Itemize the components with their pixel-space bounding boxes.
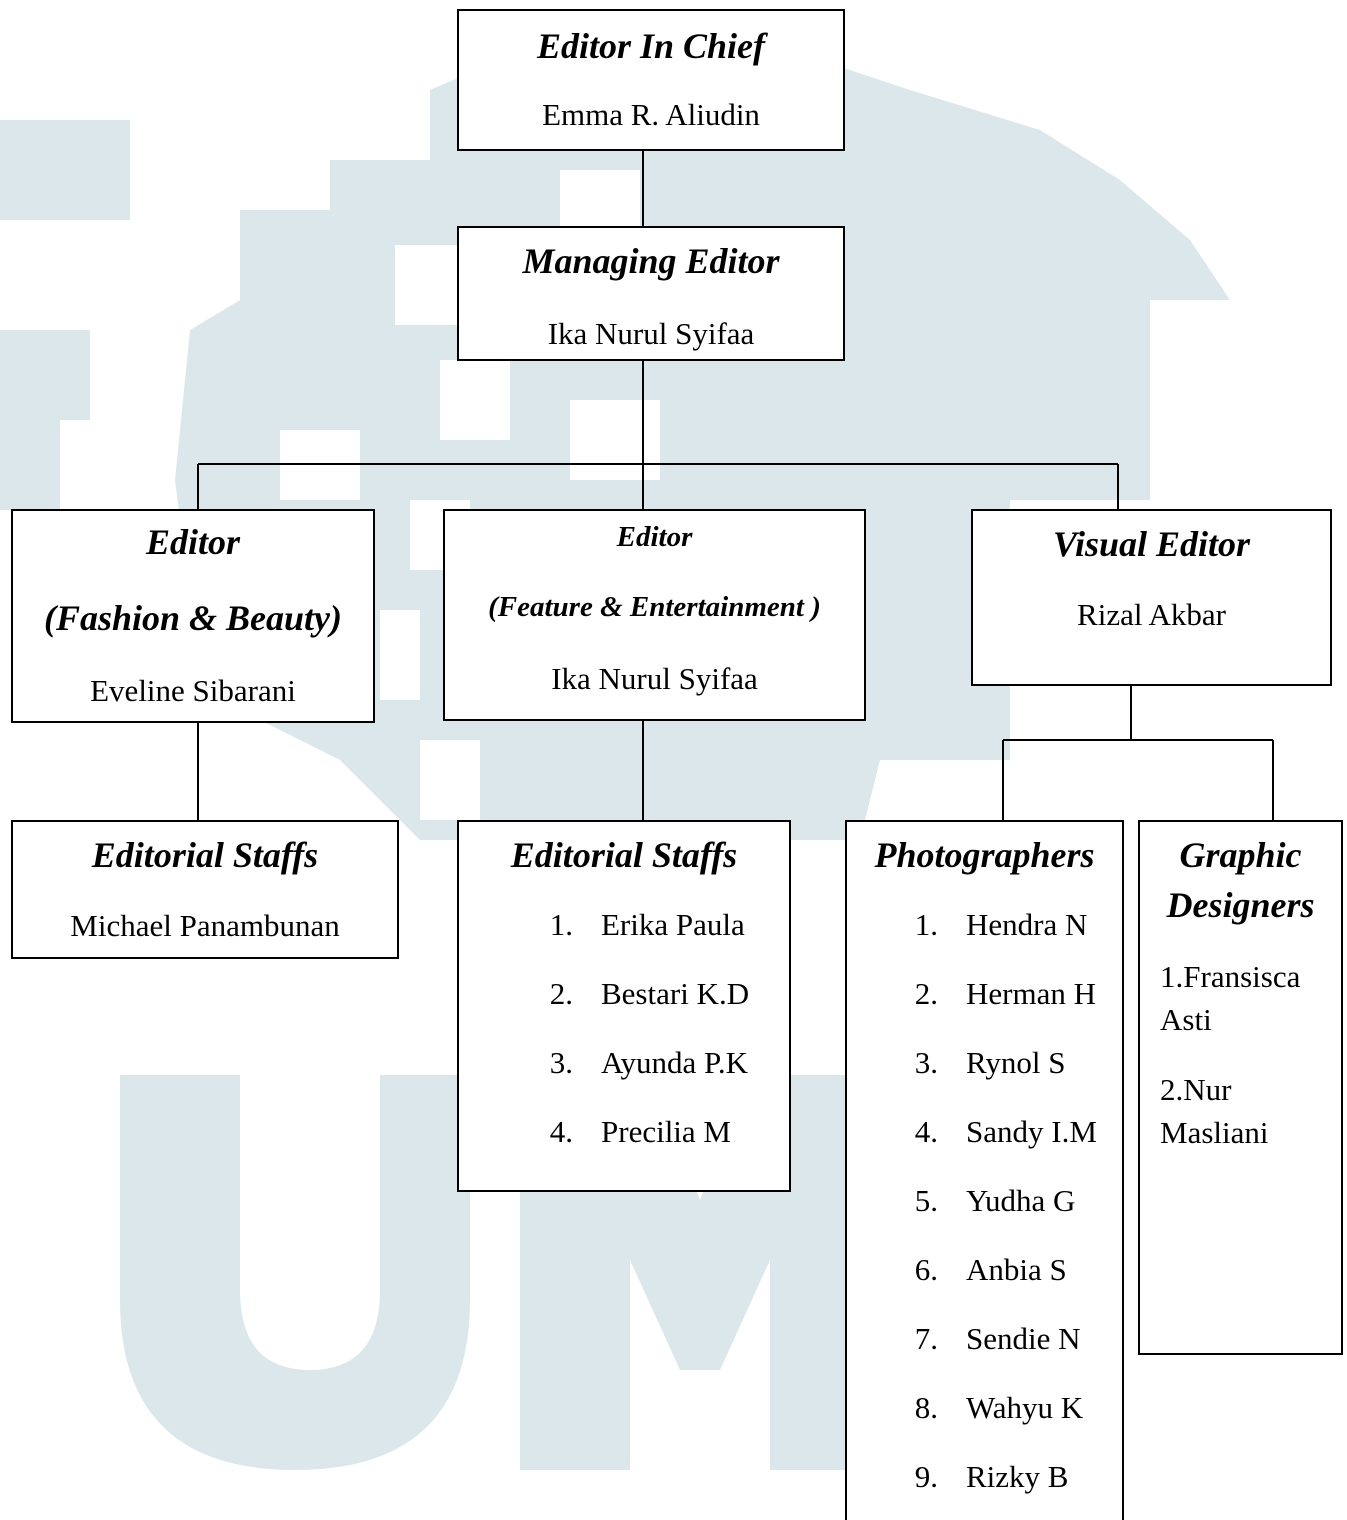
node-editorial-staffs-fashion: Editorial Staffs Michael Panambunan — [11, 820, 399, 959]
list-item-name: Ayunda P.K — [601, 1045, 748, 1080]
designer-item-line2: Asti — [1160, 1002, 1212, 1037]
node-editor-in-chief: Editor In Chief Emma R. Aliudin — [457, 9, 845, 151]
list-item-name: Anbia S — [966, 1252, 1067, 1287]
list-item-name: Precilia M — [601, 1114, 731, 1149]
node-editorial-staffs-feature: Editorial Staffs 1. Erika Paula 2. Bestari… — [457, 820, 791, 1192]
list-item-number: 2. — [914, 976, 938, 1011]
list-item-name: Herman H — [966, 976, 1096, 1011]
designer-item-line1: 2.Nur — [1160, 1072, 1232, 1107]
designer-item-line1: 1.Fransisca — [1160, 959, 1301, 994]
list-item-name: Bestari K.D — [601, 976, 750, 1011]
node-subtitle: (Fashion & Beauty) — [43, 598, 343, 638]
node-subtitle: Designers — [1166, 885, 1315, 925]
designer-item-line2: Masliani — [1160, 1115, 1269, 1150]
list-item-number: 1. — [914, 907, 938, 942]
node-visual-editor: Visual Editor Rizal Akbar — [971, 509, 1332, 686]
node-photographers: Photographers 1. Hendra N 2. Herman H 3. Ry… — [845, 820, 1124, 1520]
watermark-white-squares — [280, 170, 660, 820]
list-item-name: Wahyu K — [966, 1390, 1084, 1425]
list-item-number: 7. — [914, 1321, 938, 1356]
node-subtitle: (Feature & Entertainment ) — [488, 591, 821, 623]
node-title: Editorial Staffs — [510, 835, 738, 875]
node-graphic-designers: Graphic Designers 1.Fransisca Asti 2.Nur… — [1138, 820, 1343, 1355]
list-item-number: 6. — [914, 1252, 938, 1287]
list-item-name: Yudha G — [966, 1183, 1076, 1218]
node-title: Visual Editor — [1052, 524, 1251, 564]
list-item-number: 2. — [549, 976, 573, 1011]
list-item-number: 5. — [914, 1183, 938, 1218]
node-name: Michael Panambunan — [70, 908, 340, 943]
node-name: Ika Nurul Syifaa — [547, 316, 755, 351]
node-editor-feature-entertainment: Editor (Feature & Entertainment ) Ika Nu… — [443, 509, 866, 721]
node-name: Ika Nurul Syifaa — [551, 661, 758, 696]
watermark-letter-u — [120, 1075, 470, 1470]
node-title: Editor — [616, 521, 693, 553]
list-item-number: 9. — [914, 1459, 938, 1494]
node-title: Editor In Chief — [536, 26, 766, 66]
list-item-number: 4. — [549, 1114, 573, 1149]
list-item-name: Hendra N — [966, 907, 1088, 942]
node-name: Eveline Sibarani — [90, 673, 296, 708]
list-item-name: Rynol S — [966, 1045, 1066, 1080]
node-title: Editor — [145, 522, 241, 562]
list-item-number: 8. — [914, 1390, 938, 1425]
list-item-number: 4. — [914, 1114, 938, 1149]
node-title: Photographers — [874, 835, 1095, 875]
list-item-number: 3. — [914, 1045, 938, 1080]
node-managing-editor: Managing Editor Ika Nurul Syifaa — [457, 226, 845, 361]
node-title: Managing Editor — [522, 241, 780, 281]
node-name: Emma R. Aliudin — [542, 97, 760, 132]
node-editor-fashion-beauty: Editor (Fashion & Beauty) Eveline Sibara… — [11, 509, 375, 723]
list-item-number: 1. — [549, 907, 573, 942]
node-title: Editorial Staffs — [91, 835, 319, 875]
list-item-name: Rizky B — [966, 1459, 1069, 1494]
list-item-name: Erika Paula — [601, 907, 745, 942]
node-name: Rizal Akbar — [1077, 597, 1226, 632]
list-item-name: Sandy I.M — [966, 1114, 1097, 1149]
list-item-number: 3. — [549, 1045, 573, 1080]
node-title: Graphic — [1179, 835, 1302, 875]
list-item-name: Sendie N — [966, 1321, 1081, 1356]
